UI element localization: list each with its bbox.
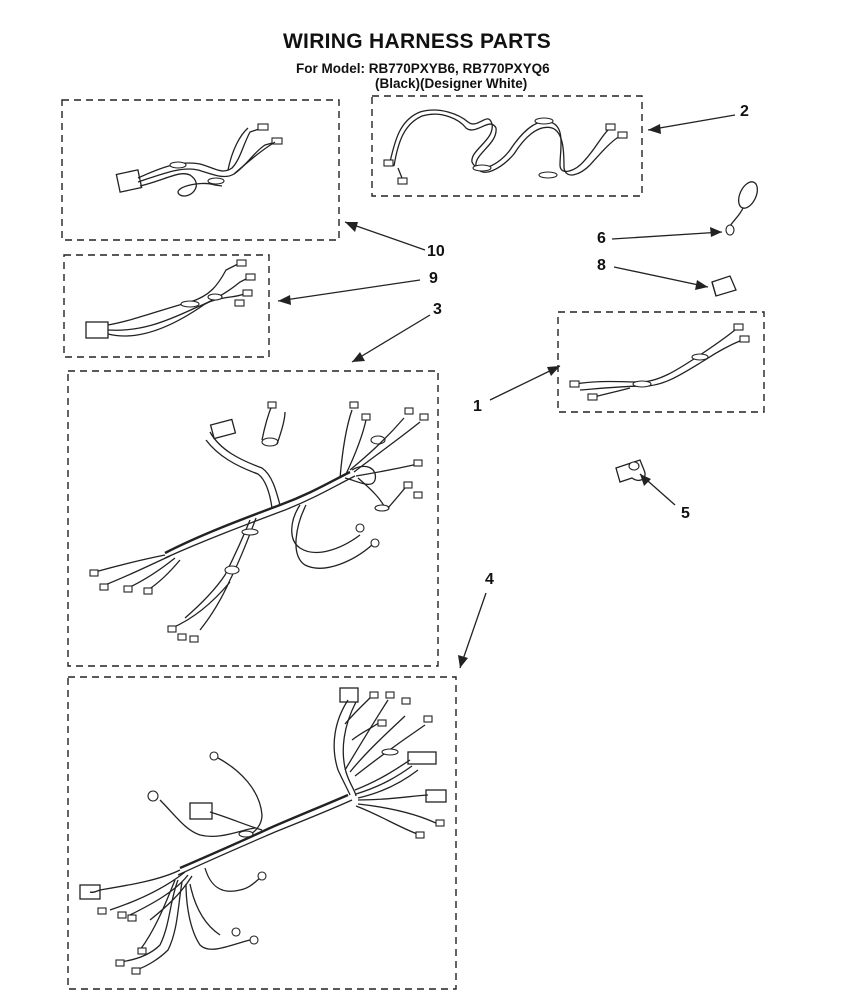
part-label-3: 3	[433, 301, 442, 318]
part-label-9: 9	[429, 270, 438, 287]
part-9-harness[interactable]	[63, 254, 270, 358]
part-6-ring-tie[interactable]	[725, 179, 761, 236]
color-line: (Black)(Designer White)	[375, 76, 528, 91]
part-label-4: 4	[485, 571, 494, 588]
part-label-6: 6	[597, 230, 606, 247]
part-2-harness[interactable]	[371, 95, 643, 197]
part-label-5: 5	[681, 505, 690, 522]
part-10-harness[interactable]	[61, 99, 340, 241]
part-1-harness[interactable]	[557, 311, 765, 413]
part-8-connector[interactable]	[711, 275, 737, 297]
part-label-8: 8	[597, 257, 606, 274]
part-label-1: 1	[473, 398, 482, 415]
part-label-10: 10	[427, 243, 445, 260]
model-line: For Model: RB770PXYB6, RB770PXYQ6	[296, 61, 550, 76]
leader-lines	[277, 114, 736, 669]
page-title: WIRING HARNESS PARTS	[282, 30, 552, 53]
part-label-2: 2	[740, 103, 749, 120]
part-5-clamp[interactable]	[615, 459, 646, 483]
part-4-harness[interactable]	[67, 676, 457, 990]
part-3-harness[interactable]	[67, 370, 439, 667]
